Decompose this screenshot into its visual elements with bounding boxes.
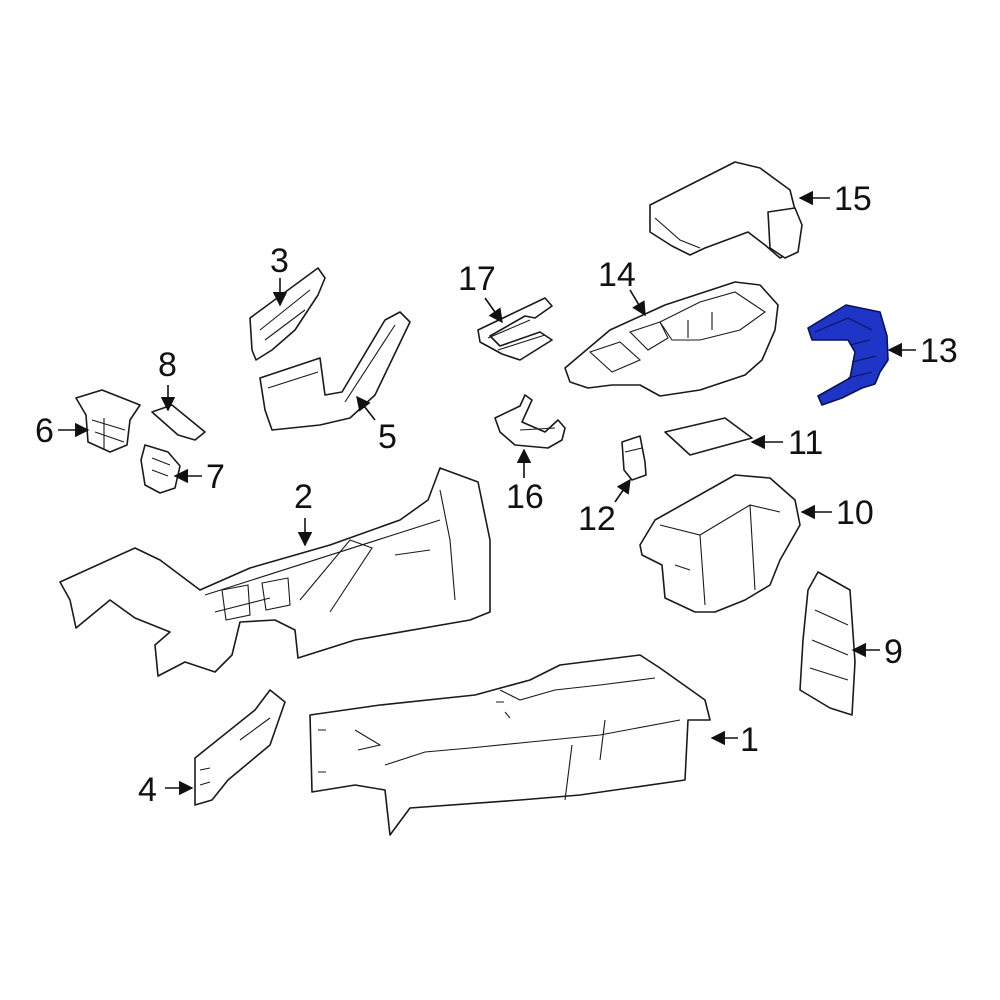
callout-17: 17 bbox=[458, 260, 496, 298]
callout-16: 16 bbox=[506, 478, 544, 516]
callout-8: 8 bbox=[158, 346, 177, 384]
part-15-armrest-lid[interactable] bbox=[649, 161, 803, 259]
part-8-strip[interactable] bbox=[151, 404, 206, 441]
callout-3: 3 bbox=[270, 242, 289, 280]
leader-12 bbox=[614, 478, 631, 503]
callout-5: 5 bbox=[378, 418, 397, 456]
callout-labels: 1 2 3 4 5 6 7 8 9 10 11 12 13 14 15 16 1… bbox=[35, 180, 958, 809]
callout-15: 15 bbox=[834, 180, 872, 218]
callout-10: 10 bbox=[836, 494, 874, 532]
part-7-bracket[interactable] bbox=[140, 444, 181, 494]
callout-6: 6 bbox=[35, 412, 54, 450]
callout-7: 7 bbox=[206, 458, 225, 496]
part-6-vent[interactable] bbox=[75, 389, 141, 453]
callout-4: 4 bbox=[138, 771, 157, 809]
part-13-side-panel[interactable] bbox=[807, 304, 889, 406]
callout-11: 11 bbox=[788, 424, 823, 462]
part-11-pad[interactable] bbox=[664, 417, 753, 456]
part-5-trim[interactable] bbox=[259, 311, 411, 431]
part-10-storage-bin[interactable] bbox=[639, 474, 801, 613]
leader-14 bbox=[629, 289, 646, 317]
callout-12: 12 bbox=[578, 500, 616, 538]
part-14-console-upper[interactable] bbox=[564, 281, 779, 397]
part-13-fill bbox=[807, 304, 889, 406]
callout-14: 14 bbox=[598, 256, 636, 294]
part-12-clip[interactable] bbox=[621, 435, 647, 481]
callout-2: 2 bbox=[294, 478, 313, 516]
part-3-bracket[interactable] bbox=[249, 267, 326, 361]
part-16-bracket[interactable] bbox=[494, 394, 566, 449]
leader-5 bbox=[356, 395, 376, 421]
part-4-side-bracket[interactable] bbox=[194, 689, 286, 806]
part-9-side-panel[interactable] bbox=[799, 571, 856, 716]
part-17-bezel[interactable] bbox=[477, 297, 553, 361]
leader-17 bbox=[484, 297, 503, 324]
part-1-lower-console[interactable] bbox=[309, 654, 711, 836]
callout-13: 13 bbox=[920, 332, 958, 370]
leader-lines bbox=[58, 190, 916, 796]
callout-1: 1 bbox=[740, 721, 759, 759]
part-2-console-frame[interactable] bbox=[59, 467, 491, 677]
callout-9: 9 bbox=[884, 633, 903, 671]
